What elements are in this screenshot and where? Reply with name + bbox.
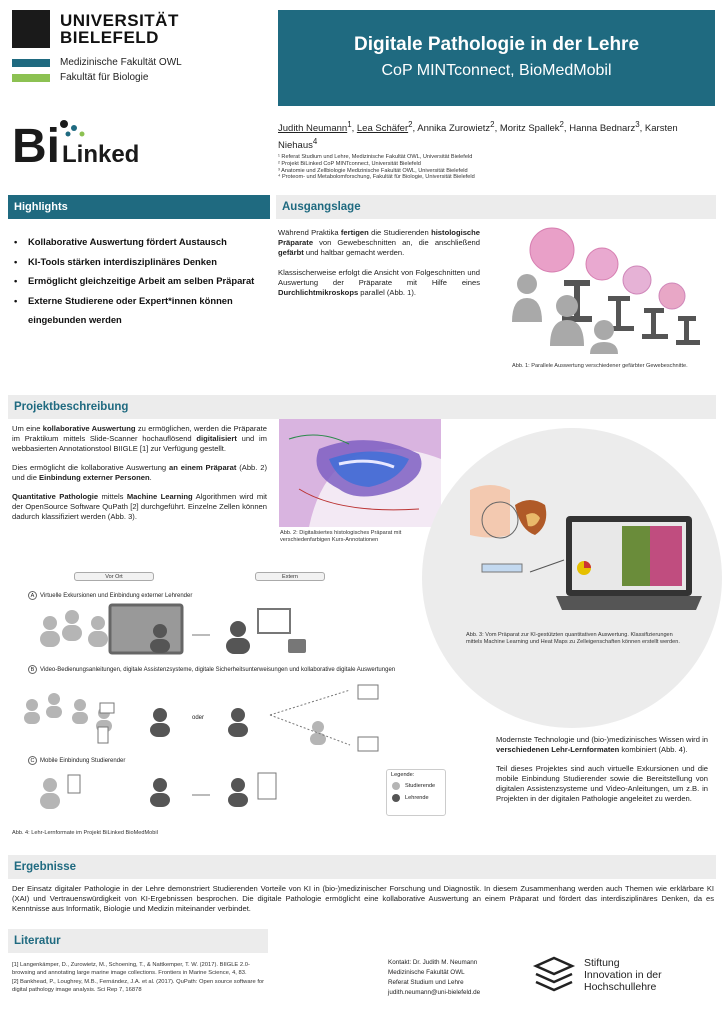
- stiftung-line: Innovation in der: [584, 969, 662, 981]
- faculty-biology: Fakultät für Biologie: [60, 72, 149, 83]
- ausgangslage-text: Während Praktika fertigen die Studierend…: [278, 228, 480, 298]
- logo-bi: Bi: [12, 120, 60, 168]
- author-sup: 2: [490, 120, 495, 129]
- legend-title: Legende:: [391, 772, 415, 778]
- author-sup: 4: [312, 137, 318, 147]
- projekt-right-text: Modernste Technologie und (bio-)medizini…: [496, 735, 708, 804]
- ergebnisse-heading: Ergebnisse: [8, 855, 716, 879]
- ausgangslage-heading: Ausgangslage: [276, 195, 716, 219]
- fig4-col-vor-ort: Vor Ort: [74, 572, 154, 581]
- highlight-item: Ermöglicht gleichzeitige Arbeit am selbe…: [12, 271, 270, 291]
- faculty-bar-biology: [12, 74, 50, 82]
- affiliation-line: ³ Anatomie und Zellbiologie Medizinische…: [278, 167, 468, 174]
- highlight-item: Kollaborative Auswertung fördert Austaus…: [12, 232, 270, 252]
- projekt-para-3: Quantitative Pathologie mittels Machine …: [12, 492, 267, 521]
- projekt-para-1: Um eine kollaborative Auswertung zu ermö…: [12, 424, 267, 453]
- contact-block: Kontakt: Dr. Judith M. Neumann Medizinis…: [388, 958, 480, 998]
- highlights-list: Kollaborative Auswertung fördert Austaus…: [12, 232, 270, 330]
- university-name: UNIVERSITÄT BIELEFELD: [60, 12, 210, 46]
- affiliation-line: ¹ Referat Studium und Lehre, Medizinisch…: [278, 154, 473, 160]
- author-name: Moritz Spallek: [499, 123, 560, 135]
- author-name: Judith Neumann: [278, 123, 348, 135]
- fig4-legend: Legende: Studierende Lehrende: [386, 769, 446, 816]
- author-list: Judith Neumann1, Lea Schäfer2, Annika Zu…: [278, 120, 678, 152]
- figure-3-illustration: [460, 480, 710, 630]
- fig4-drawing: [24, 603, 379, 809]
- literatur-heading: Literatur: [8, 929, 268, 953]
- faculty-bar-medicine: [12, 59, 50, 67]
- projekt-text: Um eine kollaborative Auswertung zu ermö…: [12, 424, 267, 522]
- university-logo-block: [12, 10, 50, 48]
- title-banner: Digitale Pathologie in der Lehre CoP MIN…: [278, 10, 715, 106]
- contact-line: Referat Studium und Lehre: [388, 979, 464, 986]
- author-sup: 1: [347, 120, 352, 129]
- legend-lehrende: Lehrende: [387, 789, 445, 802]
- figure-3-caption: Abb. 3: Vom Präparat zur KI-gestützten q…: [466, 632, 680, 645]
- literatur-list: [1] Langenkämper, D., Zurowietz, M., Sch…: [12, 962, 270, 994]
- affiliations: ¹ Referat Studium und Lehre, Medizinisch…: [278, 154, 718, 181]
- page-title: Digitale Pathologie in der Lehre: [353, 34, 640, 55]
- contact-line: Medizinische Fakultät OWL: [388, 969, 465, 976]
- stiftung-logo-icon: [532, 956, 576, 996]
- fig4-col-extern: Extern: [255, 572, 325, 581]
- reference-item: [1] Langenkämper, D., Zurowietz, M., Sch…: [12, 962, 250, 976]
- figure-4-caption: Abb. 4: Lehr-Lernformate im Projekt BiLi…: [12, 830, 158, 836]
- figure-2-caption: Abb. 2: Digitalisiertes histologisches P…: [280, 530, 402, 543]
- author-name: Annika Zurowietz: [417, 123, 491, 135]
- projekt-para-2: Dies ermöglicht die kollaborative Auswer…: [12, 463, 268, 482]
- logo-linked: Linked: [62, 141, 139, 168]
- faculty-medicine: Medizinische Fakultät OWL: [60, 57, 182, 68]
- stiftung-line: Hochschullehre: [584, 981, 657, 993]
- projekt-right-para-2: Teil dieses Projektes sind auch virtuell…: [496, 764, 708, 803]
- projekt-heading: Projektbeschreibung: [8, 395, 716, 419]
- ausgangslage-para-1: Während Praktika fertigen die Studierend…: [278, 228, 481, 257]
- figure-1-caption: Abb. 1: Parallele Auswertung verschieden…: [512, 363, 688, 369]
- ausgangslage-para-2: Klassischerweise erfolgt die Ansicht von…: [278, 268, 480, 297]
- author-name: Hanna Bednarz: [569, 123, 636, 135]
- ergebnisse-text: Der Einsatz digitaler Pathologie in der …: [12, 884, 714, 913]
- reference-item: [2] Bankhead, P., Loughrey, M.B., Fernán…: [12, 979, 265, 993]
- figure-1-microscopes: [512, 222, 712, 354]
- stiftung-line: Stiftung: [584, 957, 620, 969]
- author-sup: 3: [635, 120, 640, 129]
- contact-email[interactable]: judith.neumann@uni-bielefeld.de: [388, 989, 481, 996]
- author-sup: 2: [559, 120, 564, 129]
- legend-studierende: Studierende: [387, 780, 445, 790]
- university-name-line1: UNIVERSITÄT: [60, 11, 179, 30]
- bilinked-logo: Bi Linked: [12, 118, 172, 173]
- affiliation-line: ² Projekt BiLinked CoP MINTconnect, Univ…: [278, 160, 421, 167]
- contact-line: Kontakt: Dr. Judith M. Neumann: [388, 959, 478, 966]
- author-name: Karsten Niehaus: [278, 123, 678, 152]
- highlight-item: Externe Studierene oder Expert*innen kön…: [12, 291, 270, 330]
- highlights-heading: Highlights: [8, 195, 270, 219]
- university-name-line2: BIELEFELD: [60, 28, 159, 47]
- stiftung-name: Stiftung Innovation in der Hochschullehr…: [584, 957, 662, 993]
- author-sup: 2: [408, 120, 413, 129]
- figure-2-histology-image: [279, 419, 441, 527]
- author-name: Lea Schäfer: [356, 123, 409, 135]
- highlight-item: KI-Tools stärken interdisziplinäres Denk…: [12, 252, 270, 272]
- affiliation-line: ⁴ Proteom- und Metabolomforschung, Fakul…: [278, 174, 475, 181]
- page-subtitle: CoP MINTconnect, BioMedMobil: [381, 62, 612, 79]
- projekt-right-para-1: Modernste Technologie und (bio-)medizini…: [496, 735, 708, 754]
- fig4-oder: oder: [192, 715, 205, 721]
